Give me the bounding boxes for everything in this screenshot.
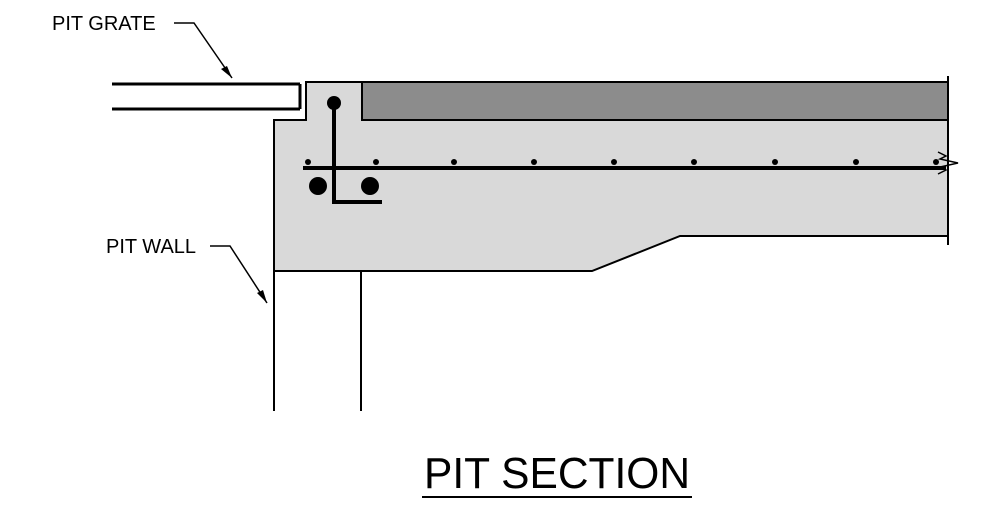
pit-wall-arrowhead	[257, 290, 267, 303]
topping-layer	[361, 81, 949, 121]
pit-grate-label: PIT GRATE	[52, 13, 156, 35]
pit-wall-leader	[210, 245, 268, 304]
rebar-dots	[305, 159, 939, 165]
pit-grate	[112, 82, 302, 111]
pit-wall	[273, 271, 362, 411]
pit-grate-arrowhead	[221, 66, 232, 78]
edge-bar-left	[309, 177, 327, 195]
edge-bar-top	[327, 96, 341, 110]
edge-bar-right	[361, 177, 379, 195]
edge-l-bar	[332, 103, 382, 204]
pit-wall-label: PIT WALL	[106, 236, 196, 258]
pit-grate-leader	[174, 22, 233, 79]
drawing-title: PIT SECTION	[424, 449, 690, 498]
